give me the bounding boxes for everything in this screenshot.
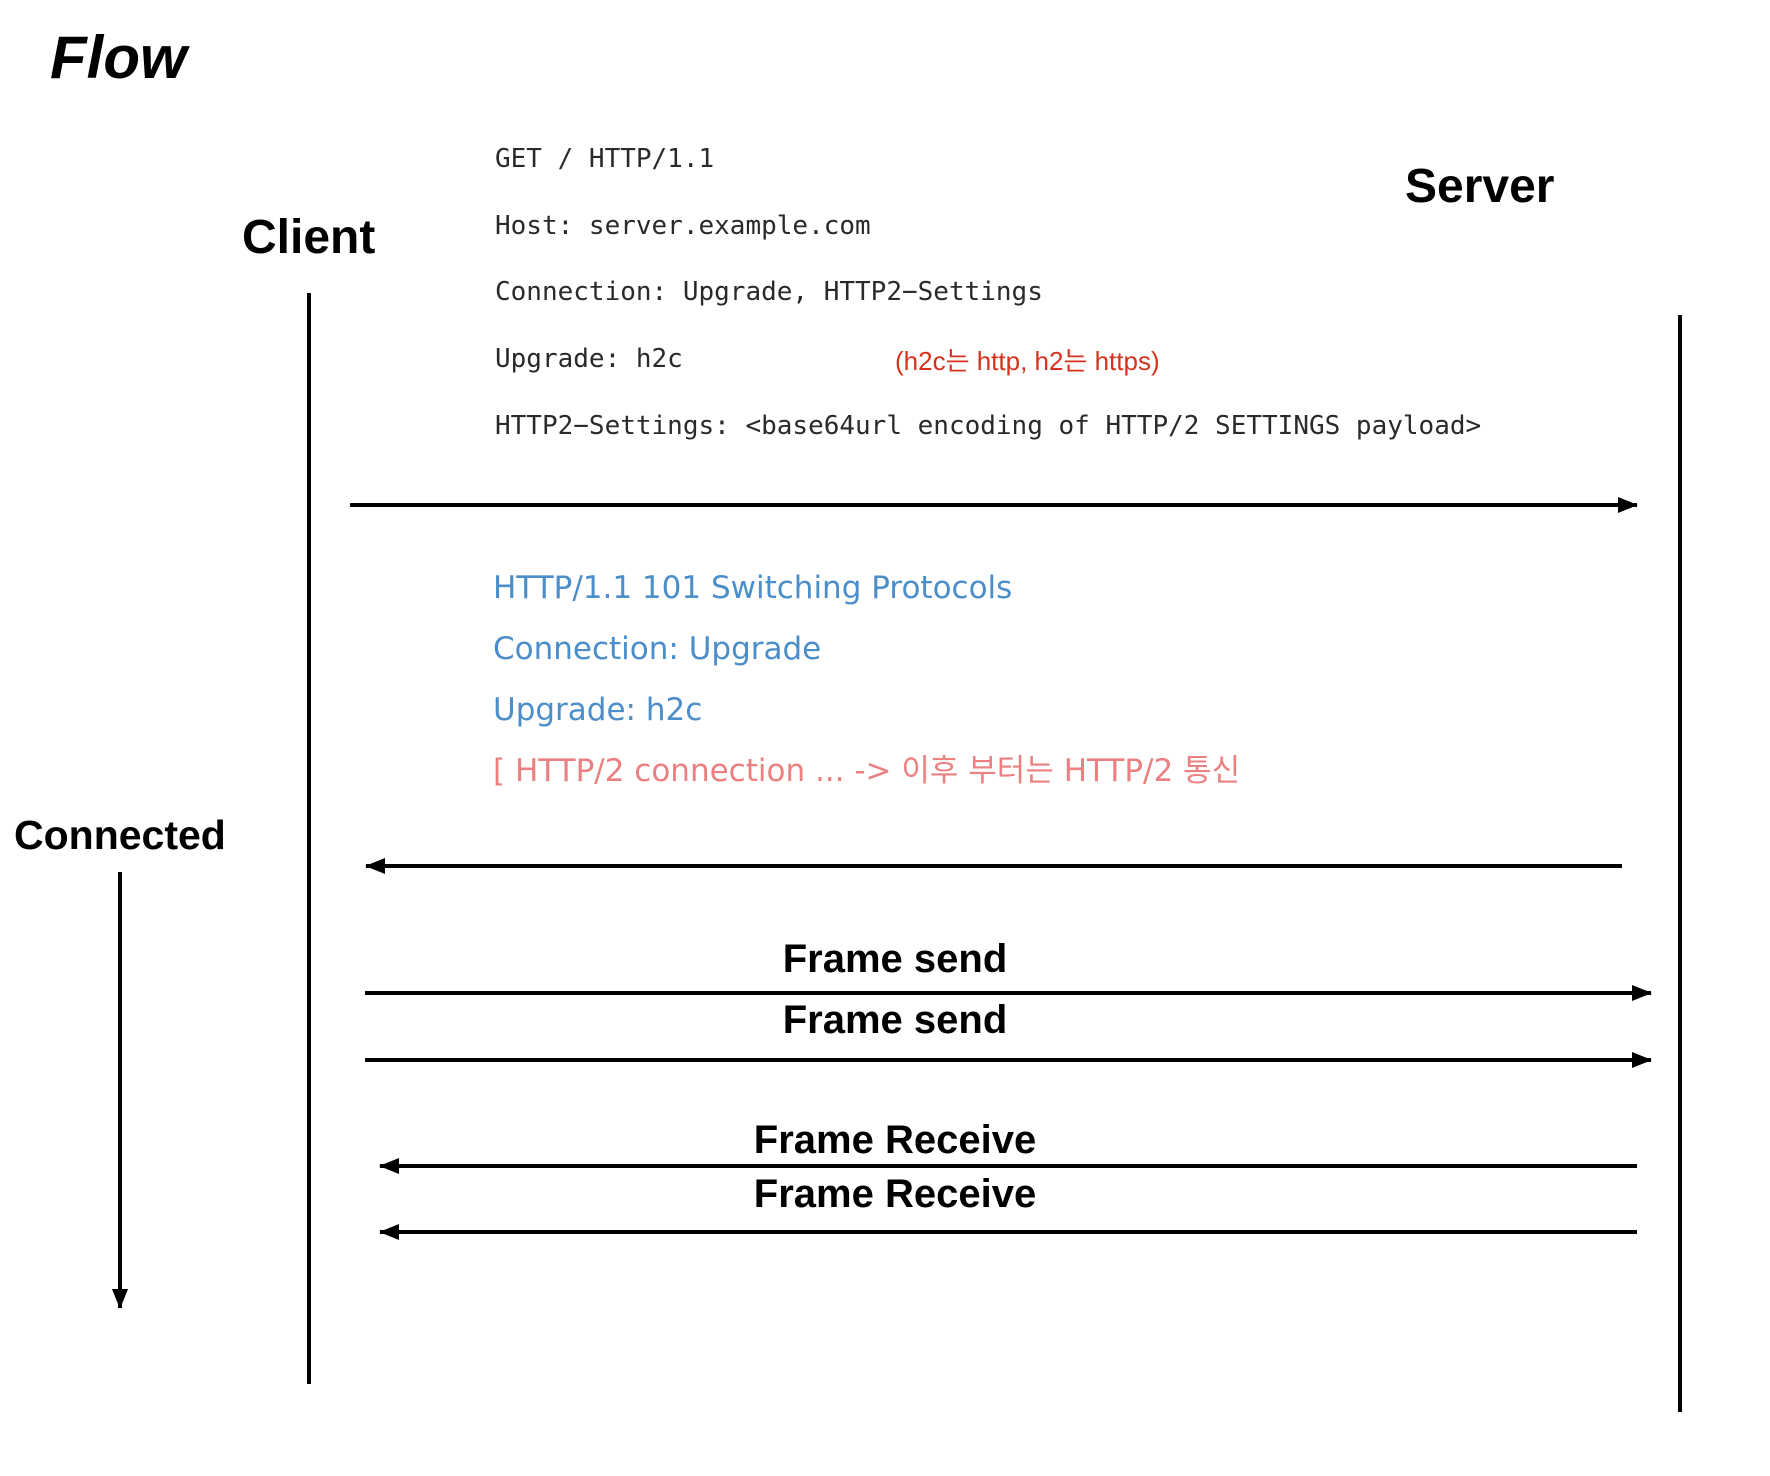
response-upgrade-header: Upgrade: h2c: [493, 692, 703, 728]
frame-receive-label-2: Frame Receive: [753, 1172, 1037, 1216]
request-host-header: Host: server.example.com: [495, 211, 871, 241]
response-connection-header: Connection: Upgrade: [493, 631, 822, 667]
response-status-line: HTTP/1.1 101 Switching Protocols: [493, 570, 1013, 606]
connected-label: Connected: [14, 812, 226, 858]
frame-send-label-1: Frame send: [782, 937, 1008, 981]
frame-receive-label-1: Frame Receive: [753, 1118, 1037, 1162]
request-upgrade-header: Upgrade: h2c: [495, 344, 683, 374]
client-label: Client: [242, 211, 376, 264]
diagram-title: Flow: [50, 24, 187, 91]
frame-send-label-2: Frame send: [782, 998, 1008, 1042]
request-connection-header: Connection: Upgrade, HTTP2−Settings: [495, 277, 1043, 307]
h2c-note: (h2c는 http, h2는 https): [895, 346, 1160, 376]
request-http2-settings-header: HTTP2−Settings: <base64url encoding of H…: [495, 411, 1482, 441]
server-label: Server: [1405, 160, 1555, 213]
http2-connection-note: [ HTTP/2 connection ... -> 이후 부터는 HTTP/2…: [493, 753, 1241, 789]
request-line: GET / HTTP/1.1: [495, 144, 715, 174]
